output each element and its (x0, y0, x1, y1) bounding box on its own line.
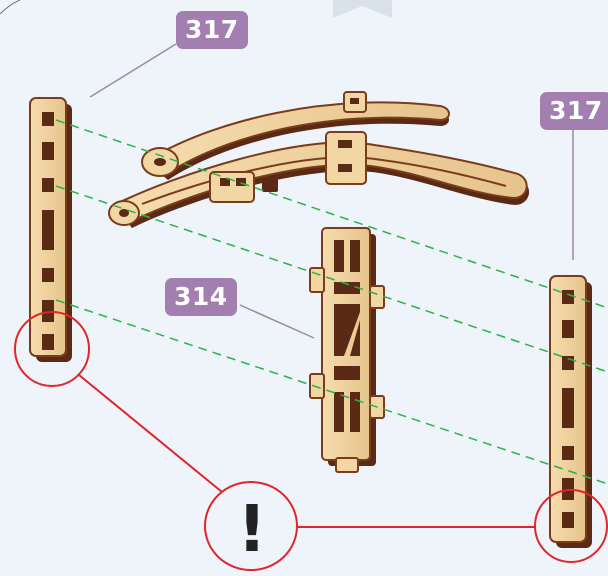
part-label-317-left: 317 (176, 11, 248, 49)
left-post-part (30, 98, 72, 362)
exclamation-icon: ! (206, 486, 298, 574)
center-post-part (310, 228, 384, 472)
warning-callouts (15, 312, 607, 570)
right-post-part (550, 276, 592, 548)
part-label-314: 314 (165, 278, 237, 316)
part-label-317-right: 317 (540, 92, 608, 130)
corner-arc (0, 0, 20, 14)
background-mark (333, 0, 392, 18)
